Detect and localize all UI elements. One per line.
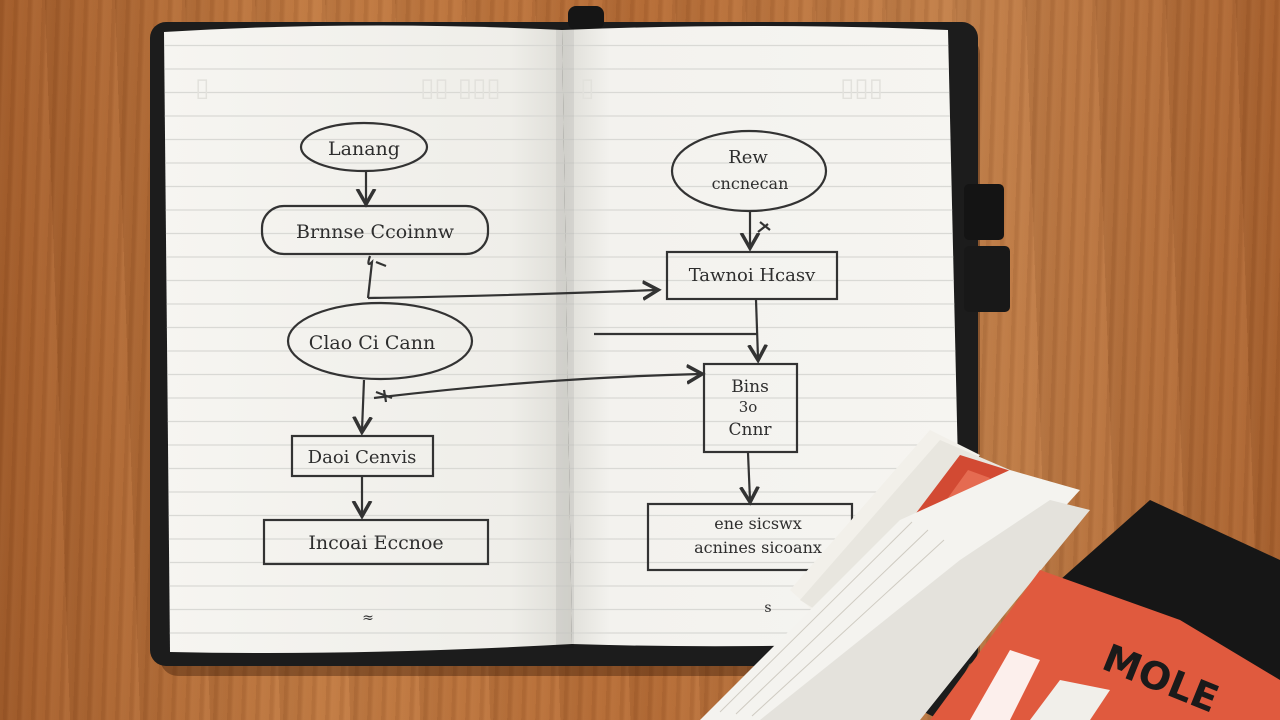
flow-label: Lanang xyxy=(328,138,400,160)
left-page: ▯ ▯▯ ▯▯▯ xyxy=(164,25,572,654)
page-tab xyxy=(964,184,1004,240)
flow-ellipse xyxy=(670,129,828,213)
flow-arrow xyxy=(362,379,364,430)
faint-page-header: ▯▯▯ xyxy=(840,73,883,103)
flow-arrow xyxy=(756,299,758,358)
flow-label: Bins xyxy=(731,377,769,397)
flow-box xyxy=(665,250,839,301)
flow-arrow xyxy=(366,255,374,299)
flow-ellipse xyxy=(286,301,474,381)
right-flowchart-labels: Rew cncnecan Tawnoi Hcasv Bins 3o Cnnr e… xyxy=(689,147,822,616)
flow-label: acnines sicoanx xyxy=(694,538,822,557)
page-number: s xyxy=(764,600,771,616)
flow-tick xyxy=(757,221,771,233)
flow-rounded-box xyxy=(260,204,490,256)
left-flowchart xyxy=(260,121,700,566)
faint-page-header: ▯ xyxy=(580,73,594,103)
elastic-band-clip xyxy=(568,6,604,30)
flow-label: ene sicswx xyxy=(714,514,802,533)
flow-connector xyxy=(373,374,700,400)
flow-arrow xyxy=(748,452,750,500)
flow-label: Daoi Cenvis xyxy=(308,447,417,468)
flow-label: Brnnse Ccoinnw xyxy=(296,221,455,243)
flow-connector xyxy=(367,290,656,298)
flow-box xyxy=(262,518,490,566)
flow-tick xyxy=(375,389,393,403)
flow-label: Clao Ci Cann xyxy=(309,332,435,354)
flow-box xyxy=(290,434,435,478)
flow-ellipse xyxy=(299,121,429,173)
faint-page-header: ▯▯ ▯▯▯ xyxy=(420,73,501,103)
right-page: ▯ ▯▯▯ xyxy=(562,26,962,647)
page-number: ≈ xyxy=(362,610,374,626)
flow-label: Tawnoi Hcasv xyxy=(689,265,816,286)
left-flowchart-labels: Lanang Brnnse Ccoinnw Clao Ci Cann Daoi … xyxy=(296,138,455,626)
book-stack: MOLE xyxy=(700,430,1280,720)
flow-box xyxy=(702,362,799,454)
flow-tick xyxy=(375,260,387,268)
faint-page-header: ▯ xyxy=(195,73,209,103)
spine-shadow xyxy=(556,28,574,648)
flow-label: Rew xyxy=(728,147,768,168)
flow-label: cncnecan xyxy=(712,174,789,193)
page-tab xyxy=(964,246,1010,312)
flow-label: Cnnr xyxy=(728,420,772,440)
flow-label: Incoai Eccnoe xyxy=(308,532,443,554)
flow-label: 3o xyxy=(739,398,758,416)
